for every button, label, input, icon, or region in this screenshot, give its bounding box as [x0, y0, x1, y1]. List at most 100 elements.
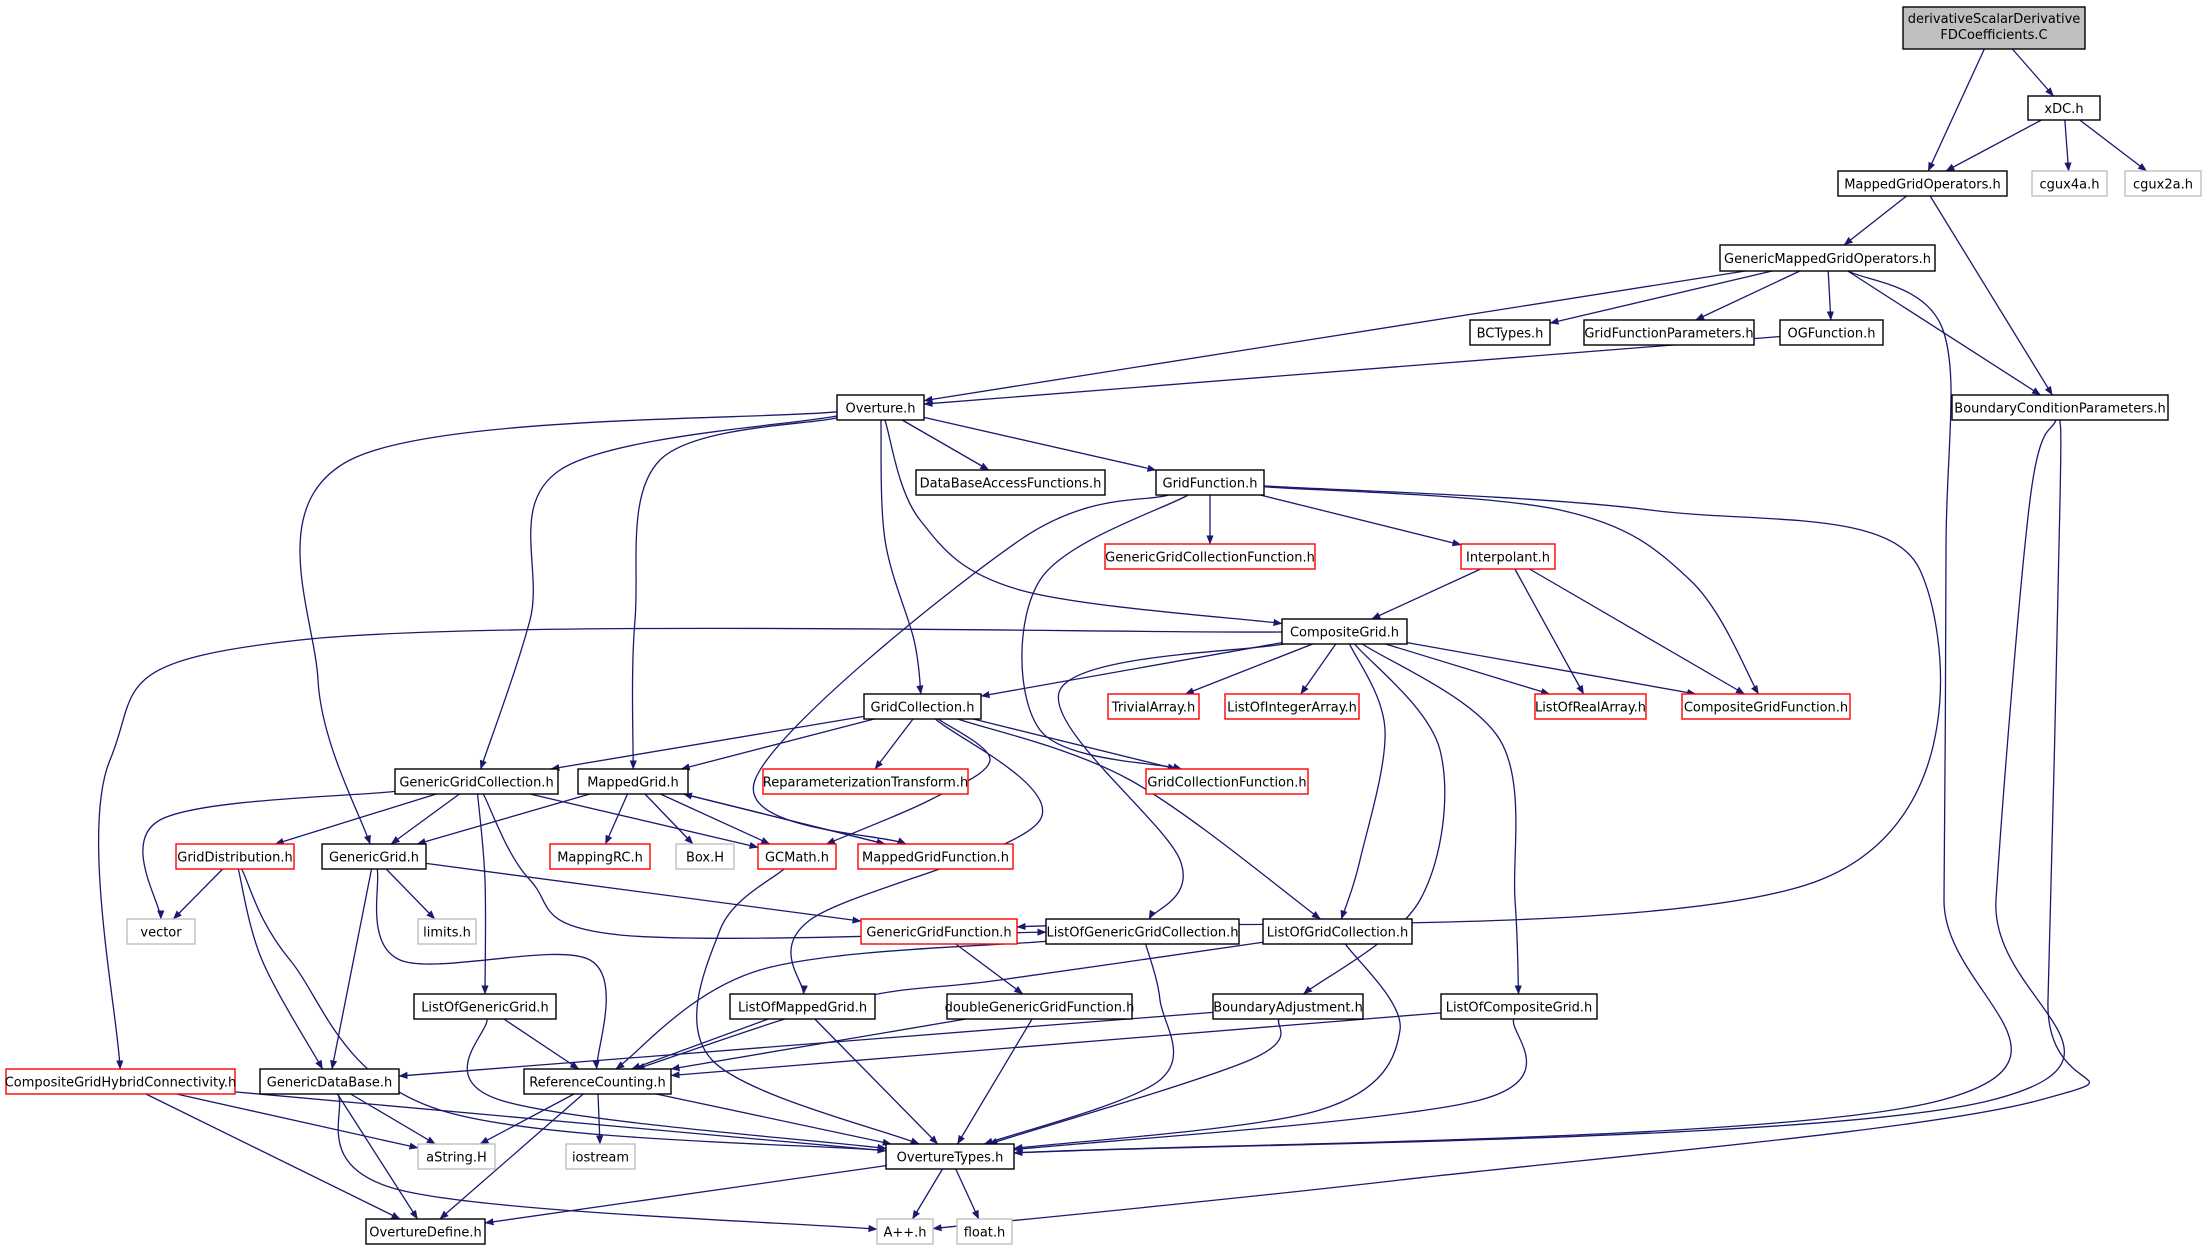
node-label: OGFunction.h — [1788, 327, 1876, 342]
node-MappedGrid[interactable]: MappedGrid.h — [577, 768, 689, 795]
edge-CompositeGrid-to-LOGGC — [1057, 643, 1284, 920]
node-OTypes[interactable]: OvertureTypes.h — [885, 1143, 1015, 1170]
node-box — [860, 918, 1018, 945]
edge-LOCG-to-OTypes — [1013, 1018, 1528, 1153]
node-box — [413, 993, 557, 1020]
node-GridFunction[interactable]: GridFunction.h — [1155, 469, 1265, 496]
edge-xDC-to-MGO — [1945, 119, 2042, 172]
edge-MGF-to-MappedGrid — [682, 792, 886, 845]
edge-CompositeGrid-to-LOCG — [1362, 643, 1522, 995]
node-box — [675, 843, 735, 870]
node-label: GridDistribution.h — [177, 851, 293, 866]
edge-Interpolant-to-CompositeGrid — [1371, 568, 1482, 620]
node-dGGF[interactable]: doubleGenericGridFunction.h — [945, 993, 1135, 1020]
edge-GenericGrid-to-GDB — [330, 868, 373, 1070]
edge-xDC-to-cgux4a — [2064, 119, 2072, 172]
node-box — [1281, 618, 1408, 645]
node-GGCF[interactable]: GenericGridCollectionFunction.h — [1104, 543, 1316, 570]
node-BCTypes[interactable]: BCTypes.h — [1469, 319, 1551, 346]
node-GridCollection[interactable]: GridCollection.h — [863, 693, 982, 720]
edge-GridCollection-to-GGC — [550, 715, 865, 772]
node-LOGG[interactable]: ListOfGenericGrid.h — [413, 993, 557, 1020]
node-LOIA[interactable]: ListOfIntegerArray.h — [1224, 693, 1360, 720]
node-label: Box.H — [686, 851, 724, 866]
node-CGF[interactable]: CompositeGridFunction.h — [1681, 693, 1851, 720]
edge-CompositeGrid-to-LOIA — [1300, 643, 1337, 695]
edge-GridCollection-to-RPT — [874, 718, 914, 770]
node-LOGGC[interactable]: ListOfGenericGridCollection.h — [1045, 918, 1240, 945]
edge-CompositeGrid-to-CGF — [1406, 641, 1697, 697]
node-box — [259, 1068, 400, 1095]
node-CompositeGrid[interactable]: CompositeGrid.h — [1281, 618, 1408, 645]
node-Overture[interactable]: Overture.h — [836, 394, 925, 421]
node-GFP[interactable]: GridFunctionParameters.h — [1583, 319, 1755, 346]
node-BA[interactable]: BoundaryAdjustment.h — [1212, 993, 1364, 1020]
node-LOMG[interactable]: ListOfMappedGrid.h — [729, 993, 876, 1020]
node-GMGO[interactable]: GenericMappedGridOperators.h — [1719, 244, 1936, 272]
node-BCP[interactable]: BoundaryConditionParameters.h — [1951, 394, 2169, 421]
node-label: GenericMappedGridOperators.h — [1724, 252, 1931, 267]
node-GenericGrid[interactable]: GenericGrid.h — [321, 843, 427, 870]
edge-GGC-to-vector — [142, 790, 396, 920]
edge-Overture-to-CompositeGrid — [884, 419, 1283, 626]
node-box — [1534, 693, 1647, 720]
edge-RC-to-iostream — [596, 1093, 604, 1145]
node-LOGC[interactable]: ListOfGridCollection.h — [1262, 918, 1413, 945]
edge-BA-to-GDB — [398, 1011, 1214, 1079]
node-LORA[interactable]: ListOfRealArray.h — [1534, 693, 1647, 720]
node-box — [1045, 918, 1240, 945]
node-label: TrivialArray.h — [1111, 701, 1195, 716]
node-label: float.h — [964, 1226, 1006, 1241]
node-label: derivativeScalarDerivative — [1908, 12, 2081, 27]
node-MGO[interactable]: MappedGridOperators.h — [1837, 170, 2008, 197]
node-ODefine[interactable]: OvertureDefine.h — [365, 1218, 486, 1245]
node-box — [1460, 543, 1556, 570]
node-GCMath[interactable]: GCMath.h — [757, 843, 837, 870]
node-GCF[interactable]: GridCollectionFunction.h — [1145, 768, 1309, 795]
edge-GMGO-to-Overture — [923, 270, 1746, 403]
node-LOCG[interactable]: ListOfCompositeGrid.h — [1440, 993, 1598, 1020]
edge-Overture-to-MappedGrid — [629, 417, 838, 770]
edge-GGC-to-GCMath — [529, 793, 759, 849]
edge-OTypes-to-ODefine — [484, 1165, 887, 1226]
node-GridDist[interactable]: GridDistribution.h — [175, 843, 295, 870]
node-label: ListOfIntegerArray.h — [1227, 701, 1357, 716]
node-GGF[interactable]: GenericGridFunction.h — [860, 918, 1018, 945]
node-label: GenericGrid.h — [329, 851, 419, 866]
node-box — [1440, 993, 1598, 1020]
node-RC[interactable]: ReferenceCounting.h — [523, 1068, 672, 1095]
node-DBAF[interactable]: DataBaseAccessFunctions.h — [915, 469, 1106, 496]
node-cgux2a: cgux2a.h — [2124, 170, 2202, 197]
edge-Overture-to-GGC — [479, 415, 838, 770]
node-box — [915, 469, 1106, 496]
node-box — [1224, 693, 1360, 720]
node-GGC[interactable]: GenericGridCollection.h — [394, 768, 559, 795]
edge-dGGF-to-OTypes — [956, 1018, 1033, 1145]
node-label: FDCoefficients.C — [1940, 28, 2047, 43]
node-GDB[interactable]: GenericDataBase.h — [259, 1068, 400, 1095]
node-label: Interpolant.h — [1466, 551, 1550, 566]
node-OGF[interactable]: OGFunction.h — [1779, 319, 1884, 346]
node-TrivialArray[interactable]: TrivialArray.h — [1107, 693, 1200, 720]
node-root[interactable]: derivativeScalarDerivativeFDCoefficients… — [1902, 6, 2086, 50]
node-box — [863, 693, 982, 720]
node-Interpolant[interactable]: Interpolant.h — [1460, 543, 1556, 570]
node-box — [857, 843, 1014, 870]
edge-Interpolant-to-LORA — [1514, 568, 1585, 695]
node-label: xDC.h — [2044, 102, 2083, 117]
node-xDC[interactable]: xDC.h — [2027, 95, 2101, 121]
edge-CGHC-to-aString — [176, 1093, 419, 1150]
node-label: Overture.h — [845, 402, 915, 417]
node-RPT[interactable]: ReparameterizationTransform.h — [762, 768, 969, 795]
node-box — [126, 918, 196, 945]
edge-CompositeGrid-to-CGHC — [97, 627, 1283, 1070]
edge-GGF-to-dGGF — [955, 943, 1024, 995]
node-label: GridFunctionParameters.h — [1584, 327, 1753, 342]
node-CGHC[interactable]: CompositeGridHybridConnectivity.h — [5, 1068, 237, 1095]
edge-RC-to-ODefine — [439, 1093, 584, 1220]
node-label: ListOfGridCollection.h — [1267, 926, 1409, 941]
node-MappingRC[interactable]: MappingRC.h — [549, 843, 651, 870]
edge-MappedGrid-to-BoxH — [644, 793, 694, 845]
node-MGF[interactable]: MappedGridFunction.h — [857, 843, 1014, 870]
node-label: aString.H — [426, 1151, 487, 1166]
